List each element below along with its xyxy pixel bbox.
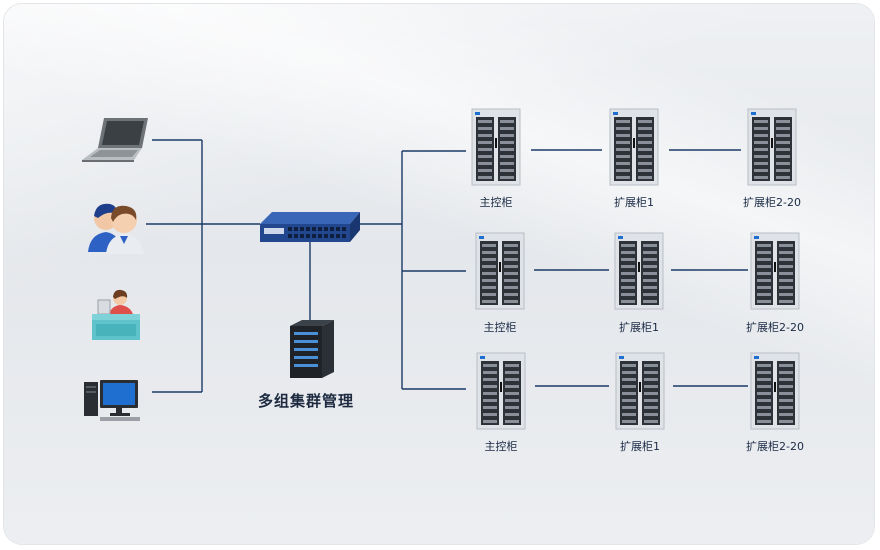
network-switch-icon [260, 212, 360, 242]
management-label: 多组集群管理 [257, 392, 355, 410]
cabinet-icon [475, 232, 525, 314]
cabinet-label: 扩展柜2-20 [743, 196, 801, 209]
cabinet-label: 扩展柜1 [614, 196, 654, 209]
cabinet-icon [747, 108, 797, 190]
cabinet-icon [750, 352, 800, 434]
laptop-icon [82, 118, 148, 162]
cabinet-icon [609, 108, 659, 190]
cabinet-icon [614, 232, 664, 314]
cabinet-label: 扩展柜1 [619, 321, 659, 334]
server-icon [290, 320, 334, 378]
cabinet-label: 扩展柜1 [620, 440, 660, 453]
users-icon [88, 203, 144, 254]
cabinet-label: 主控柜 [484, 440, 518, 453]
cabinet-icon [471, 108, 521, 190]
cabinet-label: 主控柜 [483, 321, 517, 334]
cabinet-icon [750, 232, 800, 314]
cabinet-icon [615, 352, 665, 434]
desk-worker-icon [92, 289, 140, 340]
cabinet-label: 主控柜 [479, 196, 513, 209]
connection-lines [146, 139, 748, 393]
desktop-pc-icon [84, 380, 140, 421]
cabinet-icon [476, 352, 526, 434]
cabinet-label: 扩展柜2-20 [746, 321, 804, 334]
cabinet-label: 扩展柜2-20 [746, 440, 804, 453]
